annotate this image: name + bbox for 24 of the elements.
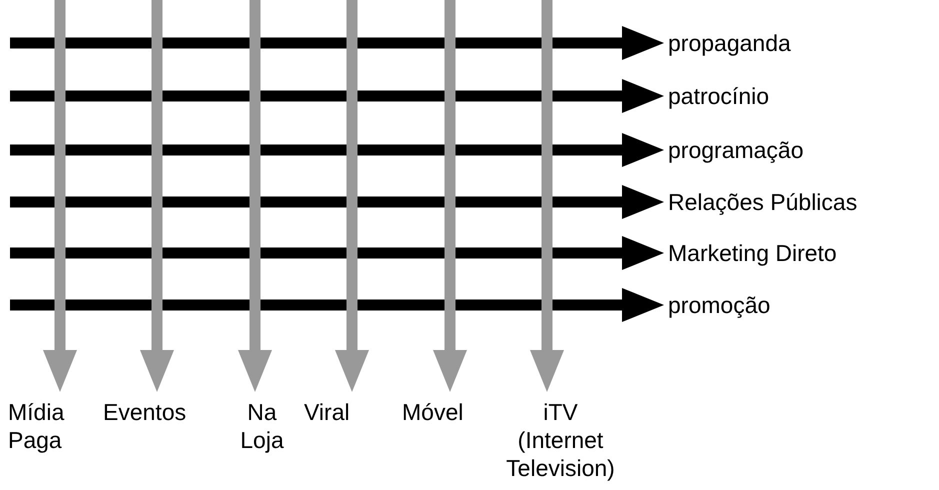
arrow-label: propaganda	[668, 29, 791, 57]
arrow-label: promoção	[668, 291, 770, 319]
arrow-label: Marketing Direto	[668, 239, 837, 267]
arrow-label: iTV (Internet Television)	[505, 398, 616, 482]
arrow	[10, 288, 664, 322]
arrow	[10, 236, 664, 270]
arrow-label: Mídia Paga	[8, 398, 66, 454]
arrow-label: Relações Públicas	[668, 188, 858, 216]
arrow	[10, 185, 664, 219]
arrow-label: Viral	[304, 398, 350, 426]
arrow	[43, 0, 77, 392]
arrow	[433, 0, 467, 392]
arrow	[10, 133, 664, 167]
arrow	[140, 0, 174, 392]
arrow	[530, 0, 564, 392]
arrow	[10, 26, 664, 60]
arrow-label: Móvel	[402, 398, 464, 426]
arrow	[335, 0, 369, 392]
arrow-label: Eventos	[103, 398, 186, 426]
arrow-label: programação	[668, 136, 804, 164]
arrow	[10, 79, 664, 113]
arrow-label: patrocínio	[668, 82, 770, 110]
arrow-label: Na Loja	[239, 398, 285, 454]
arrow	[238, 0, 272, 392]
